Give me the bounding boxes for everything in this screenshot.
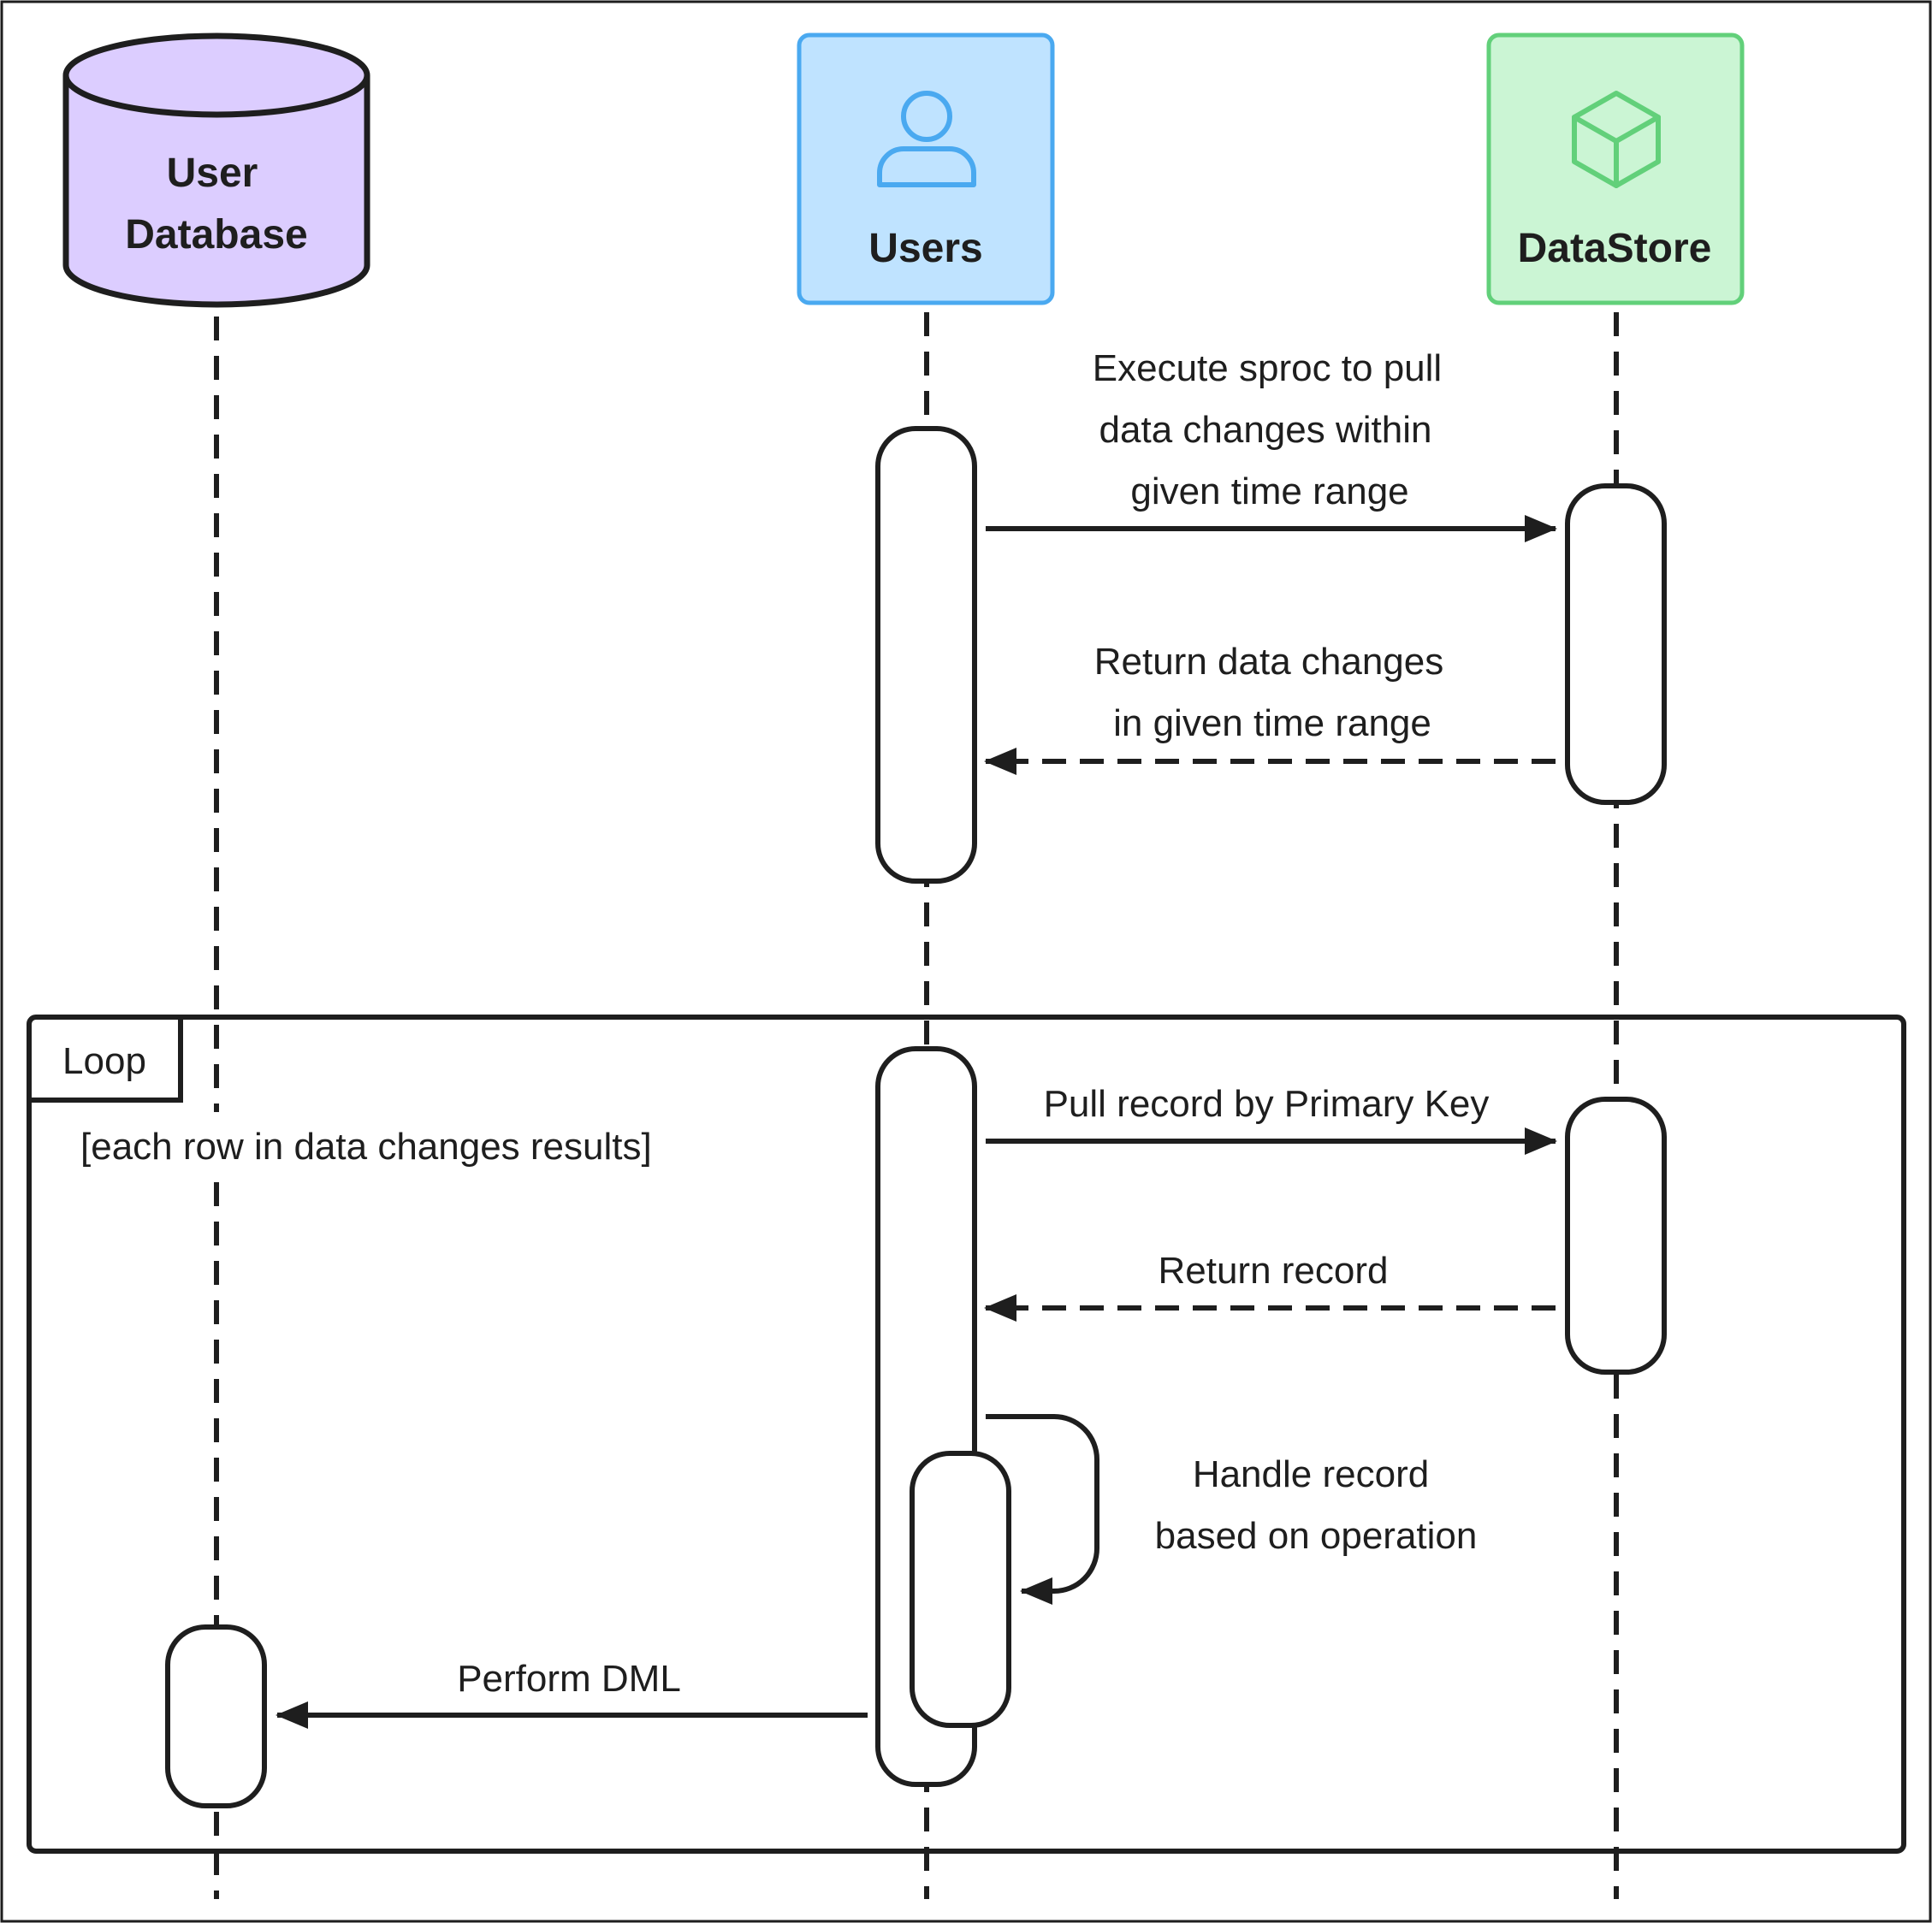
return-record-label: Return record (1158, 1250, 1388, 1292)
execute-sproc-label-line3: given time range (1130, 470, 1408, 512)
return-changes-label-line1: Return data changes (1094, 641, 1444, 683)
participant-datastore: DataStore (1486, 33, 1745, 305)
return-changes-label-line2: in given time range (1113, 702, 1431, 744)
user-database-label-line2: Database (125, 212, 307, 257)
loop-guard: [each row in data changes results] (80, 1126, 652, 1168)
loop-frame: Loop [each row in data changes results] (27, 1015, 1906, 1854)
activation-datastore-1 (1565, 483, 1667, 805)
perform-dml-label: Perform DML (457, 1658, 681, 1700)
handle-record-label-line2: based on operation (1155, 1515, 1478, 1557)
pull-record-label: Pull record by Primary Key (1044, 1083, 1490, 1125)
message-return-changes: Return data changes in given time range (984, 641, 1556, 775)
message-pull-record: Pull record by Primary Key (986, 1083, 1557, 1155)
loop-guard-background (77, 1112, 736, 1180)
handle-record-label-line1: Handle record (1193, 1453, 1429, 1495)
cube-icon (1572, 91, 1661, 188)
user-icon (877, 91, 976, 187)
message-return-record: Return record (984, 1250, 1556, 1322)
activation-users-nested (910, 1451, 1011, 1728)
activation-user-database (165, 1624, 267, 1808)
loop-label: Loop (62, 1040, 146, 1082)
user-database-label-line1: User (167, 151, 258, 196)
participant-users: Users (797, 33, 1055, 305)
message-perform-dml: Perform DML (276, 1658, 868, 1729)
participant-user-database: User Database (62, 33, 370, 308)
activation-datastore-2 (1565, 1097, 1667, 1375)
datastore-label: DataStore (1518, 226, 1712, 271)
users-label: Users (868, 226, 982, 271)
execute-sproc-label-line1: Execute sproc to pull (1093, 347, 1442, 389)
execute-sproc-label-line2: data changes within (1099, 409, 1432, 451)
message-handle-record: Handle record based on operation (986, 1414, 1478, 1605)
message-execute-sproc: Execute sproc to pull data changes withi… (986, 347, 1557, 542)
activation-users-1 (875, 426, 977, 884)
